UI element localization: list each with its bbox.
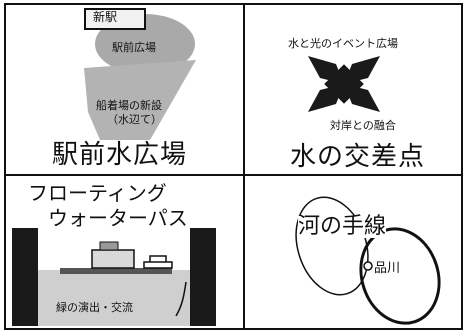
new-station-box [84,8,146,30]
pier-label-line1: 船着場の新設 [96,99,162,112]
divider-vertical [243,3,245,330]
opposite-bank-label: 対岸との融合 [330,119,396,132]
pier-area [84,60,196,140]
water-area [38,270,190,326]
crossing-icon [308,56,380,112]
divider-horizontal [4,174,463,176]
right-bank [190,228,216,326]
frame-right [461,3,463,330]
new-station-label: 新駅 [93,10,118,24]
station-dot [363,261,373,271]
frame-top [4,3,463,5]
plaza-label: 駅前広場 [112,41,156,54]
pier-label-line2: （水辺て） [107,113,162,126]
link-line [175,281,187,317]
frame-bottom [4,328,463,330]
deck-roof [99,241,119,251]
panel-1-title: 駅前水広場 [52,140,188,170]
panel-4-title: 河の手線 [298,214,387,239]
greenery-label: 緑の演出・交流 [56,301,133,314]
floating-deck [60,268,172,274]
shinagawa-label: 品川 [374,261,401,276]
left-bank [12,228,38,326]
panel-2-title: 水の交差点 [290,142,426,172]
panel-3-title-line1: フローティング [28,181,167,205]
boat-hull [143,261,173,269]
panel-3-title-line2: ウォーターパス [48,206,188,230]
event-plaza-label: 水と光のイベント広場 [288,37,398,50]
frame-left [4,3,6,330]
